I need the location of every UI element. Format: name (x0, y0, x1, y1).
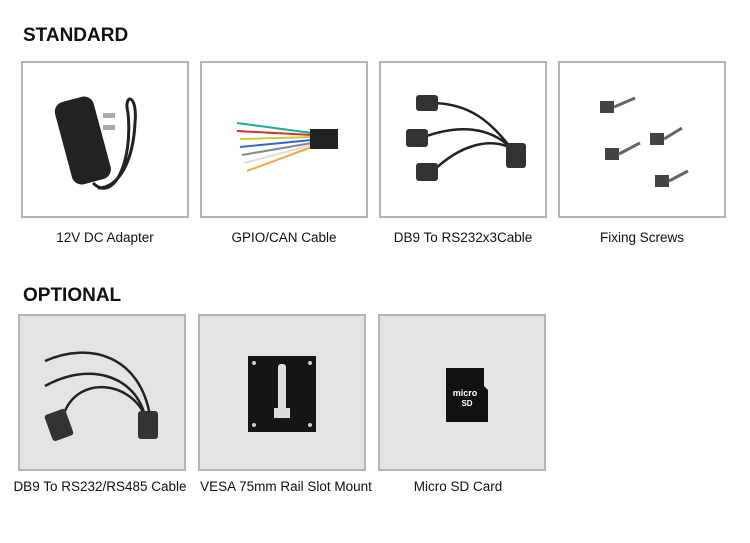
vesa-mount-image (198, 314, 366, 471)
caption-gpio-can-cable: GPIO/CAN Cable (231, 230, 337, 245)
db9-rs232-rs485-image (18, 314, 186, 471)
caption-vesa-mount: VESA 75mm Rail Slot Mount (200, 479, 372, 494)
caption-12v-dc-adapter: 12V DC Adapter (56, 230, 154, 245)
optional-heading: OPTIONAL (23, 285, 122, 306)
svg-text:SD: SD (461, 399, 472, 408)
svg-text:micro: micro (453, 388, 478, 398)
standard-heading: STANDARD (23, 25, 129, 46)
screws-image (558, 61, 726, 218)
gpio-cable-image (200, 61, 368, 218)
caption-fixing-screws: Fixing Screws (599, 230, 685, 245)
caption-micro-sd: Micro SD Card (413, 479, 503, 494)
caption-db9-rs232x3: DB9 To RS232x3Cable (393, 230, 533, 245)
power-adapter-image (21, 61, 189, 218)
db9-cable-image (379, 61, 547, 218)
caption-db9-rs232-rs485: DB9 To RS232/RS485 Cable (13, 479, 187, 494)
